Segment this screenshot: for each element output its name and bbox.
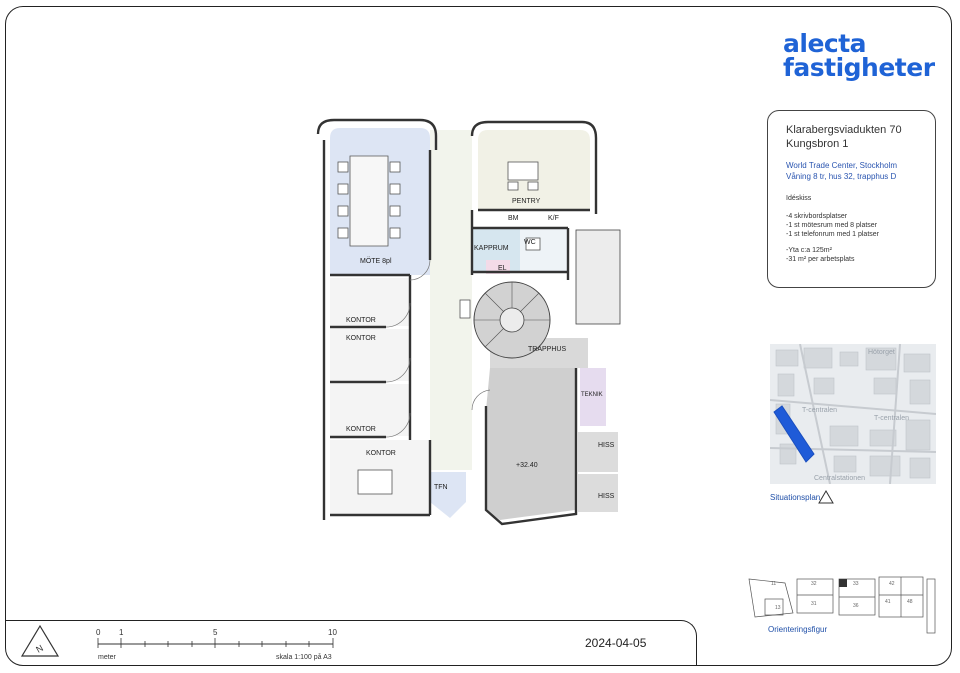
brand-logo: alecta fastigheter [783,29,935,82]
brand-logo-line1: alecta [783,29,867,58]
label-tfn: TFN [434,484,448,491]
orientation-figure: 11 32 33 42 13 31 36 41 48 [745,573,937,635]
building-highlight [773,405,815,463]
label-level: +32.40 [516,462,538,469]
scale-bar-drawing: 0 1 5 10 meter skala 1:100 på A3 [96,628,337,661]
orienteringsfigur-caption: Orienteringsfigur [768,625,828,634]
scale-bar: 0 1 5 10 meter skala 1:100 på A3 [90,626,350,666]
drawing-date: 2024-04-05 [585,636,647,650]
svg-text:31: 31 [811,601,817,607]
situation-map: Hötorget T-centralen T-centralen Central… [770,344,936,484]
label-pentry: PENTRY [512,198,541,205]
room-teknik [580,368,606,426]
situation-map-drawing: Hötorget T-centralen T-centralen Central… [770,344,936,484]
map-label-centralstationen: Centralstationen [814,475,865,482]
svg-text:32: 32 [811,581,817,587]
info-item-2: -1 st mötesrum med 8 platser [786,222,878,229]
title-bar [5,620,697,666]
info-item-3: -1 st telefonrum med 1 platser [786,231,879,238]
scale-unit: meter [98,654,117,661]
room-kontor-1 [330,278,410,326]
orientation-highlight [839,579,847,587]
map-label-tcentralen-1: T-centralen [802,407,837,414]
info-area: -Yta c:a 125m² [786,247,832,254]
situationsplan-caption: Situationsplan [770,493,821,502]
address-line1: Klarabergsviadukten 70 [786,124,902,136]
label-kontor-4: KONTOR [366,450,396,457]
location-line2: Våning 8 tr, hus 32, trapphus D [786,172,897,181]
scale-tick-5: 5 [213,628,218,637]
label-kontor-2: KONTOR [346,335,376,342]
label-hiss-2: HISS [598,493,615,500]
room-hiss-2 [578,474,618,512]
scale-tick-10: 10 [328,628,337,637]
info-per-seat: -31 m² per arbetsplats [786,256,855,263]
svg-text:N: N [34,643,45,655]
map-label-hotorget: Hötorget [868,349,895,356]
scale-note: skala 1:100 på A3 [276,653,332,661]
scale-tick-1: 1 [119,628,124,637]
svg-text:36: 36 [853,603,859,609]
info-box: Klarabergsviadukten 70 Kungsbron 1 World… [767,110,936,288]
svg-text:11: 11 [771,581,776,587]
brand-logo-line2: fastigheter [783,53,935,82]
floor-plan: MÖTE 8pl PENTRY KAPPRUM WC EL BM K/F KON… [316,118,621,526]
svg-text:33: 33 [853,581,859,587]
label-bm: BM [508,215,519,222]
svg-text:13: 13 [775,605,781,611]
label-kapprum: KAPPRUM [474,245,509,252]
label-wc: WC [524,239,536,246]
label-teknik: TEKNIK [581,392,603,398]
label-hiss-1: HISS [598,442,615,449]
label-kontor-1: KONTOR [346,317,376,324]
scale-tick-0: 0 [96,628,101,637]
svg-text:48: 48 [907,599,913,605]
room-kontor-3 [330,384,410,436]
label-kontor-3: KONTOR [346,426,376,433]
drawing-frame [5,6,952,666]
address-line2: Kungsbron 1 [786,138,849,150]
label-kf: K/F [548,215,559,222]
label-el: EL [498,265,507,272]
corridor [430,130,472,470]
location-line1: World Trade Center, Stockholm [786,161,898,170]
info-item-1: -4 skrivbordsplatser [786,213,848,220]
room-el [486,260,510,274]
label-mote: MÖTE 8pl [360,257,392,265]
svg-text:41: 41 [885,599,891,605]
svg-text:42: 42 [889,581,895,587]
room-kontor-2 [330,329,410,381]
room-lower-lobby [486,368,575,520]
info-heading: Idéskiss [786,195,812,202]
north-arrow-icon: N [20,624,60,657]
orientation-figure-drawing: 11 32 33 42 13 31 36 41 48 [748,576,936,634]
shaft [575,229,621,325]
map-label-tcentralen-2: T-centralen [874,415,909,422]
room-tfn [430,472,466,518]
room-hiss-1 [578,432,618,472]
north-triangle-icon [818,490,834,504]
label-trapphus: TRAPPHUS [528,346,566,353]
